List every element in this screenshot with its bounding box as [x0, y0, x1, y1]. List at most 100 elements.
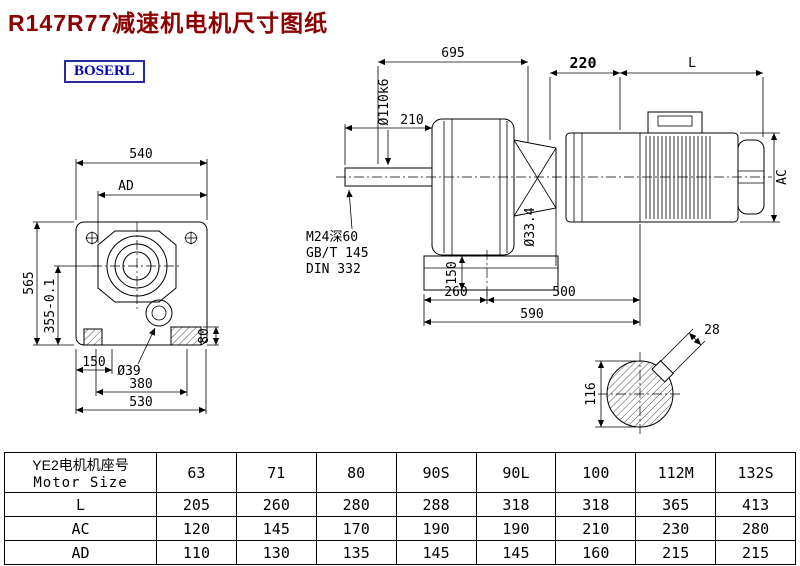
dim-150-front-label: 150 — [82, 355, 105, 370]
table-cell: 190 — [395, 516, 477, 541]
dim-ac-label: AC — [775, 169, 790, 185]
table-cell: 280 — [715, 516, 796, 541]
adapter-cross-lines — [513, 139, 557, 217]
dim-line-28 — [688, 332, 702, 346]
dim-565-label: 565 — [22, 271, 37, 294]
dim-380-label: 380 — [129, 377, 152, 392]
table-cell: 190 — [475, 516, 557, 541]
ext-lines-220-L — [549, 77, 764, 140]
output-flange-octagon — [97, 230, 177, 303]
dim-540-label: 540 — [129, 147, 152, 162]
table-cell: 160 — [555, 540, 637, 565]
motor-adapter — [513, 139, 557, 217]
dim-flange-label: Ø33.4 — [523, 207, 538, 246]
section-centerlines — [598, 352, 682, 436]
fan-cover — [737, 139, 765, 215]
dim-260-label: 260 — [444, 285, 467, 300]
table-size-cell: 71 — [235, 452, 317, 493]
table-size-cell: 63 — [156, 452, 237, 493]
motor-fins — [645, 136, 711, 219]
keyway — [651, 360, 674, 383]
technical-drawing: 540 AD 565 355-0.1 80 150 Ø39 380 530 — [22, 46, 790, 436]
table-cell: 110 — [156, 540, 237, 565]
table-row-label: AD — [4, 540, 157, 565]
table-header-motor-size: YE2电机机座号 Motor Size — [4, 452, 157, 493]
brake-section-lines — [573, 133, 641, 222]
dim-590-label: 590 — [520, 307, 543, 322]
leader-o39 — [137, 327, 156, 365]
dim-28-label: 28 — [704, 323, 720, 338]
boserl-logo: BOSERL — [64, 60, 145, 83]
leader-m24 — [346, 189, 353, 230]
table-size-cell: 100 — [555, 452, 637, 493]
table-cell: 230 — [635, 516, 717, 541]
table-cell: 145 — [395, 540, 477, 565]
dim-o39-label: Ø39 — [117, 364, 140, 379]
foot-pad-right — [170, 326, 202, 346]
corner-screw-icon — [85, 231, 99, 245]
side-view — [336, 111, 772, 296]
table-cell: 215 — [715, 540, 796, 565]
terminal-box-inner — [657, 115, 693, 127]
table-size-cell: 132S — [715, 452, 796, 493]
note-din-label: DIN 332 — [306, 262, 361, 277]
mounting-foot — [423, 255, 559, 291]
table-cell: 318 — [555, 492, 637, 517]
dim-500-label: 500 — [552, 285, 575, 300]
note-m24-label: M24深60 — [306, 230, 358, 245]
table-row-ad: AD 110 130 135 145 145 160 215 215 — [4, 540, 796, 565]
ext-lines-540 — [75, 159, 208, 220]
table-cell: 205 — [156, 492, 237, 517]
motor-size-table: YE2电机机座号 Motor Size 63 71 80 90S 90L 100… — [4, 452, 796, 565]
table-header-line2: Motor Size — [33, 474, 128, 491]
table-row-label: AC — [4, 516, 157, 541]
ext-lines-380 — [95, 349, 188, 396]
dim-220-label: 220 — [569, 54, 596, 72]
table-size-cell: 90L — [475, 452, 557, 493]
fan-cover-lines — [738, 170, 764, 184]
table-cell: 120 — [156, 516, 237, 541]
shaft-section-view: 28 116 — [584, 323, 720, 436]
ext-lines-530 — [75, 349, 207, 414]
screw-cross — [184, 231, 198, 245]
side-view-dimensions: 695 220 L Ø110k6 210 M24深60 GB/T 145 DIN… — [306, 46, 790, 326]
table-size-cell: 112M — [635, 452, 717, 493]
housing-ribs — [443, 119, 508, 255]
boserl-logo-text: BOSERL — [74, 63, 135, 79]
foot-pad-left — [83, 328, 103, 346]
table-row-ac: AC 120 145 170 190 190 210 230 280 — [4, 516, 796, 541]
dim-shaft-dia-label: Ø110k6 — [377, 79, 392, 126]
table-cell: 215 — [635, 540, 717, 565]
note-gbt-label: GB/T 145 — [306, 246, 369, 261]
table-row-l: L 205 260 280 288 318 318 365 413 — [4, 492, 796, 517]
table-row-label: L — [4, 492, 157, 517]
ext-lines-28 — [660, 328, 706, 374]
table-cell: 145 — [475, 540, 557, 565]
dim-530-label: 530 — [129, 395, 152, 410]
gearbox-front-housing — [75, 221, 208, 346]
dim-355-label: 355-0.1 — [43, 279, 58, 334]
dim-210-label: 210 — [400, 113, 423, 128]
corner-screw-icon — [184, 231, 198, 245]
ext-lines-695 — [377, 66, 529, 164]
page-title: R147R77减速机电机尺寸图纸 — [8, 10, 329, 36]
table-cell: 260 — [235, 492, 317, 517]
table-cell: 413 — [715, 492, 796, 517]
dim-695-label: 695 — [441, 46, 464, 61]
table-cell: 280 — [315, 492, 397, 517]
lower-hole-outer — [145, 299, 173, 327]
table-size-cell: 90S — [395, 452, 477, 493]
table-header-row: YE2电机机座号 Motor Size 63 71 80 90S 90L 100… — [4, 452, 796, 493]
dim-150-side-label: 150 — [445, 261, 460, 284]
lower-hole-inner — [151, 305, 167, 321]
table-cell: 365 — [635, 492, 717, 517]
front-view — [75, 221, 208, 346]
screw-cross — [85, 231, 99, 245]
dim-ad-label: AD — [118, 179, 134, 194]
front-view-dimensions: 540 AD 565 355-0.1 80 150 Ø39 380 530 — [22, 147, 220, 414]
table-cell: 135 — [315, 540, 397, 565]
table-cell: 170 — [315, 516, 397, 541]
dim-L-label: L — [688, 56, 696, 71]
motor-body — [565, 132, 739, 223]
